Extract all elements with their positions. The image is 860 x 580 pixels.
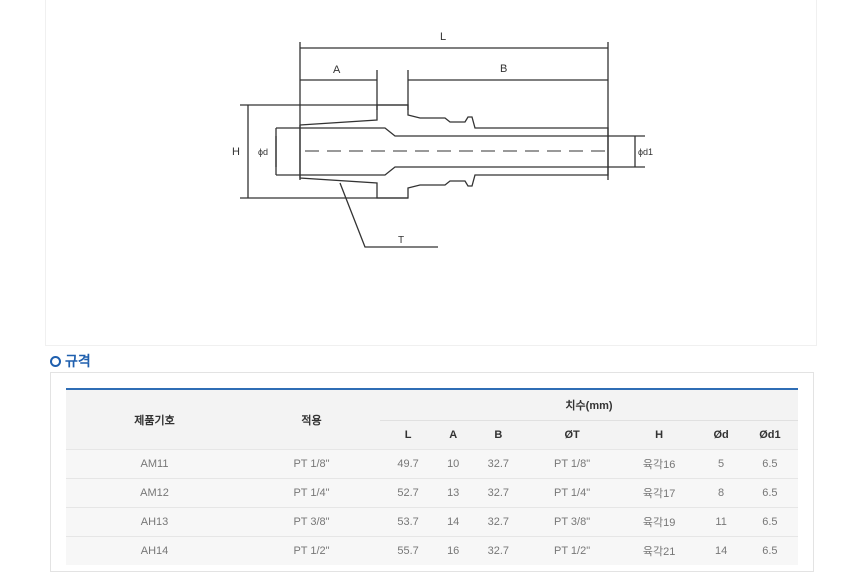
header-d: Ød <box>700 420 742 450</box>
fitting-dimension-drawing: L A B H ϕd ϕd1 T <box>232 31 653 248</box>
table-cell: AH14 <box>66 536 243 565</box>
table-cell: 55.7 <box>380 536 437 565</box>
header-L: L <box>380 420 437 450</box>
table-cell: 32.7 <box>470 449 527 479</box>
table-cell: PT 1/2" <box>526 536 618 565</box>
table-cell: 13 <box>436 478 471 508</box>
label-d1: ϕd1 <box>638 147 653 157</box>
table-cell: 육각17 <box>617 478 701 508</box>
header-A: A <box>436 420 471 450</box>
section-title: 규격 <box>50 351 91 371</box>
fitting-outline <box>275 104 609 199</box>
header-B: B <box>470 420 527 450</box>
table-cell: 육각19 <box>617 507 701 537</box>
table-cell: 6.5 <box>741 507 798 537</box>
table-cell: 53.7 <box>380 507 437 537</box>
table-cell: AH13 <box>66 507 243 537</box>
drawing-panel <box>45 0 817 346</box>
header-T: ØT <box>526 420 618 450</box>
table-cell: 10 <box>436 449 471 479</box>
table-cell: AM12 <box>66 478 243 508</box>
table-cell: 11 <box>700 507 742 537</box>
label-L: L <box>440 31 446 43</box>
table-cell: 6.5 <box>741 449 798 479</box>
label-d: ϕd <box>258 147 268 157</box>
label-B: B <box>500 63 507 75</box>
header-dimensions: 치수(mm) <box>380 389 798 421</box>
dimension-lines <box>240 42 645 248</box>
section-title-text: 규격 <box>65 353 91 369</box>
table-cell: 52.7 <box>380 478 437 508</box>
table-cell: PT 1/8" <box>243 449 380 479</box>
table-cell: 14 <box>436 507 471 537</box>
table-cell: 14 <box>700 536 742 565</box>
table-cell: 5 <box>700 449 742 479</box>
table-cell: 49.7 <box>380 449 437 479</box>
header-H: H <box>617 420 701 450</box>
table-cell: PT 1/4" <box>243 478 380 508</box>
table-cell: PT 1/8" <box>526 449 618 479</box>
header-d1: Ød1 <box>741 420 798 450</box>
table-cell: 16 <box>436 536 471 565</box>
header-apply: 적용 <box>243 389 380 450</box>
table-cell: PT 1/4" <box>526 478 618 508</box>
table-cell: 8 <box>700 478 742 508</box>
table-cell: 32.7 <box>470 478 527 508</box>
table-cell: AM11 <box>66 449 243 479</box>
table-cell: PT 3/8" <box>526 507 618 537</box>
table-cell: 육각16 <box>617 449 701 479</box>
label-A: A <box>333 64 341 76</box>
table-cell: 32.7 <box>470 507 527 537</box>
table-cell: 육각21 <box>617 536 701 565</box>
table-cell: 6.5 <box>741 536 798 565</box>
circle-bullet-icon <box>50 355 61 367</box>
table-cell: 6.5 <box>741 478 798 508</box>
table-cell: 32.7 <box>470 536 527 565</box>
label-H: H <box>232 146 240 158</box>
table-cell: PT 3/8" <box>243 507 380 537</box>
label-T: T <box>398 235 404 246</box>
table-cell: PT 1/2" <box>243 536 380 565</box>
header-code: 제품기호 <box>66 389 243 450</box>
